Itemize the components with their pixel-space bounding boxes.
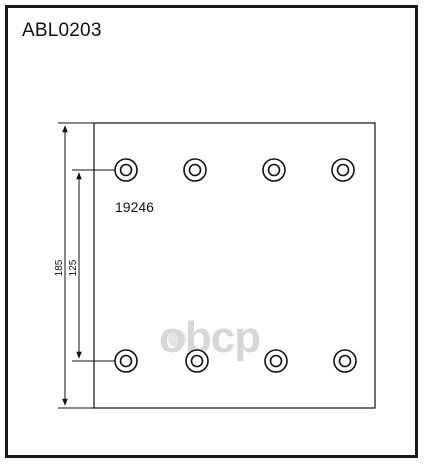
rivet-hole xyxy=(185,349,209,373)
watermark-dot-left xyxy=(168,330,186,348)
dimension-label-185: 185 xyxy=(54,259,65,276)
rivet-hole xyxy=(262,158,286,182)
lining-plate-outline xyxy=(93,122,376,409)
outer-frame xyxy=(5,5,418,458)
rivet-hole xyxy=(114,158,138,182)
dimension-label-125: 125 xyxy=(68,259,79,276)
rivet-hole xyxy=(114,349,138,373)
watermark-text: obcp xyxy=(159,313,260,362)
rivet-hole xyxy=(264,349,288,373)
reference-number: 19246 xyxy=(115,199,154,215)
rivet-hole xyxy=(333,349,357,373)
rivet-hole xyxy=(183,158,207,182)
part-code-title: ABL0203 xyxy=(22,20,102,41)
rivet-hole xyxy=(331,158,355,182)
watermark-logo: obcp xyxy=(159,313,261,362)
